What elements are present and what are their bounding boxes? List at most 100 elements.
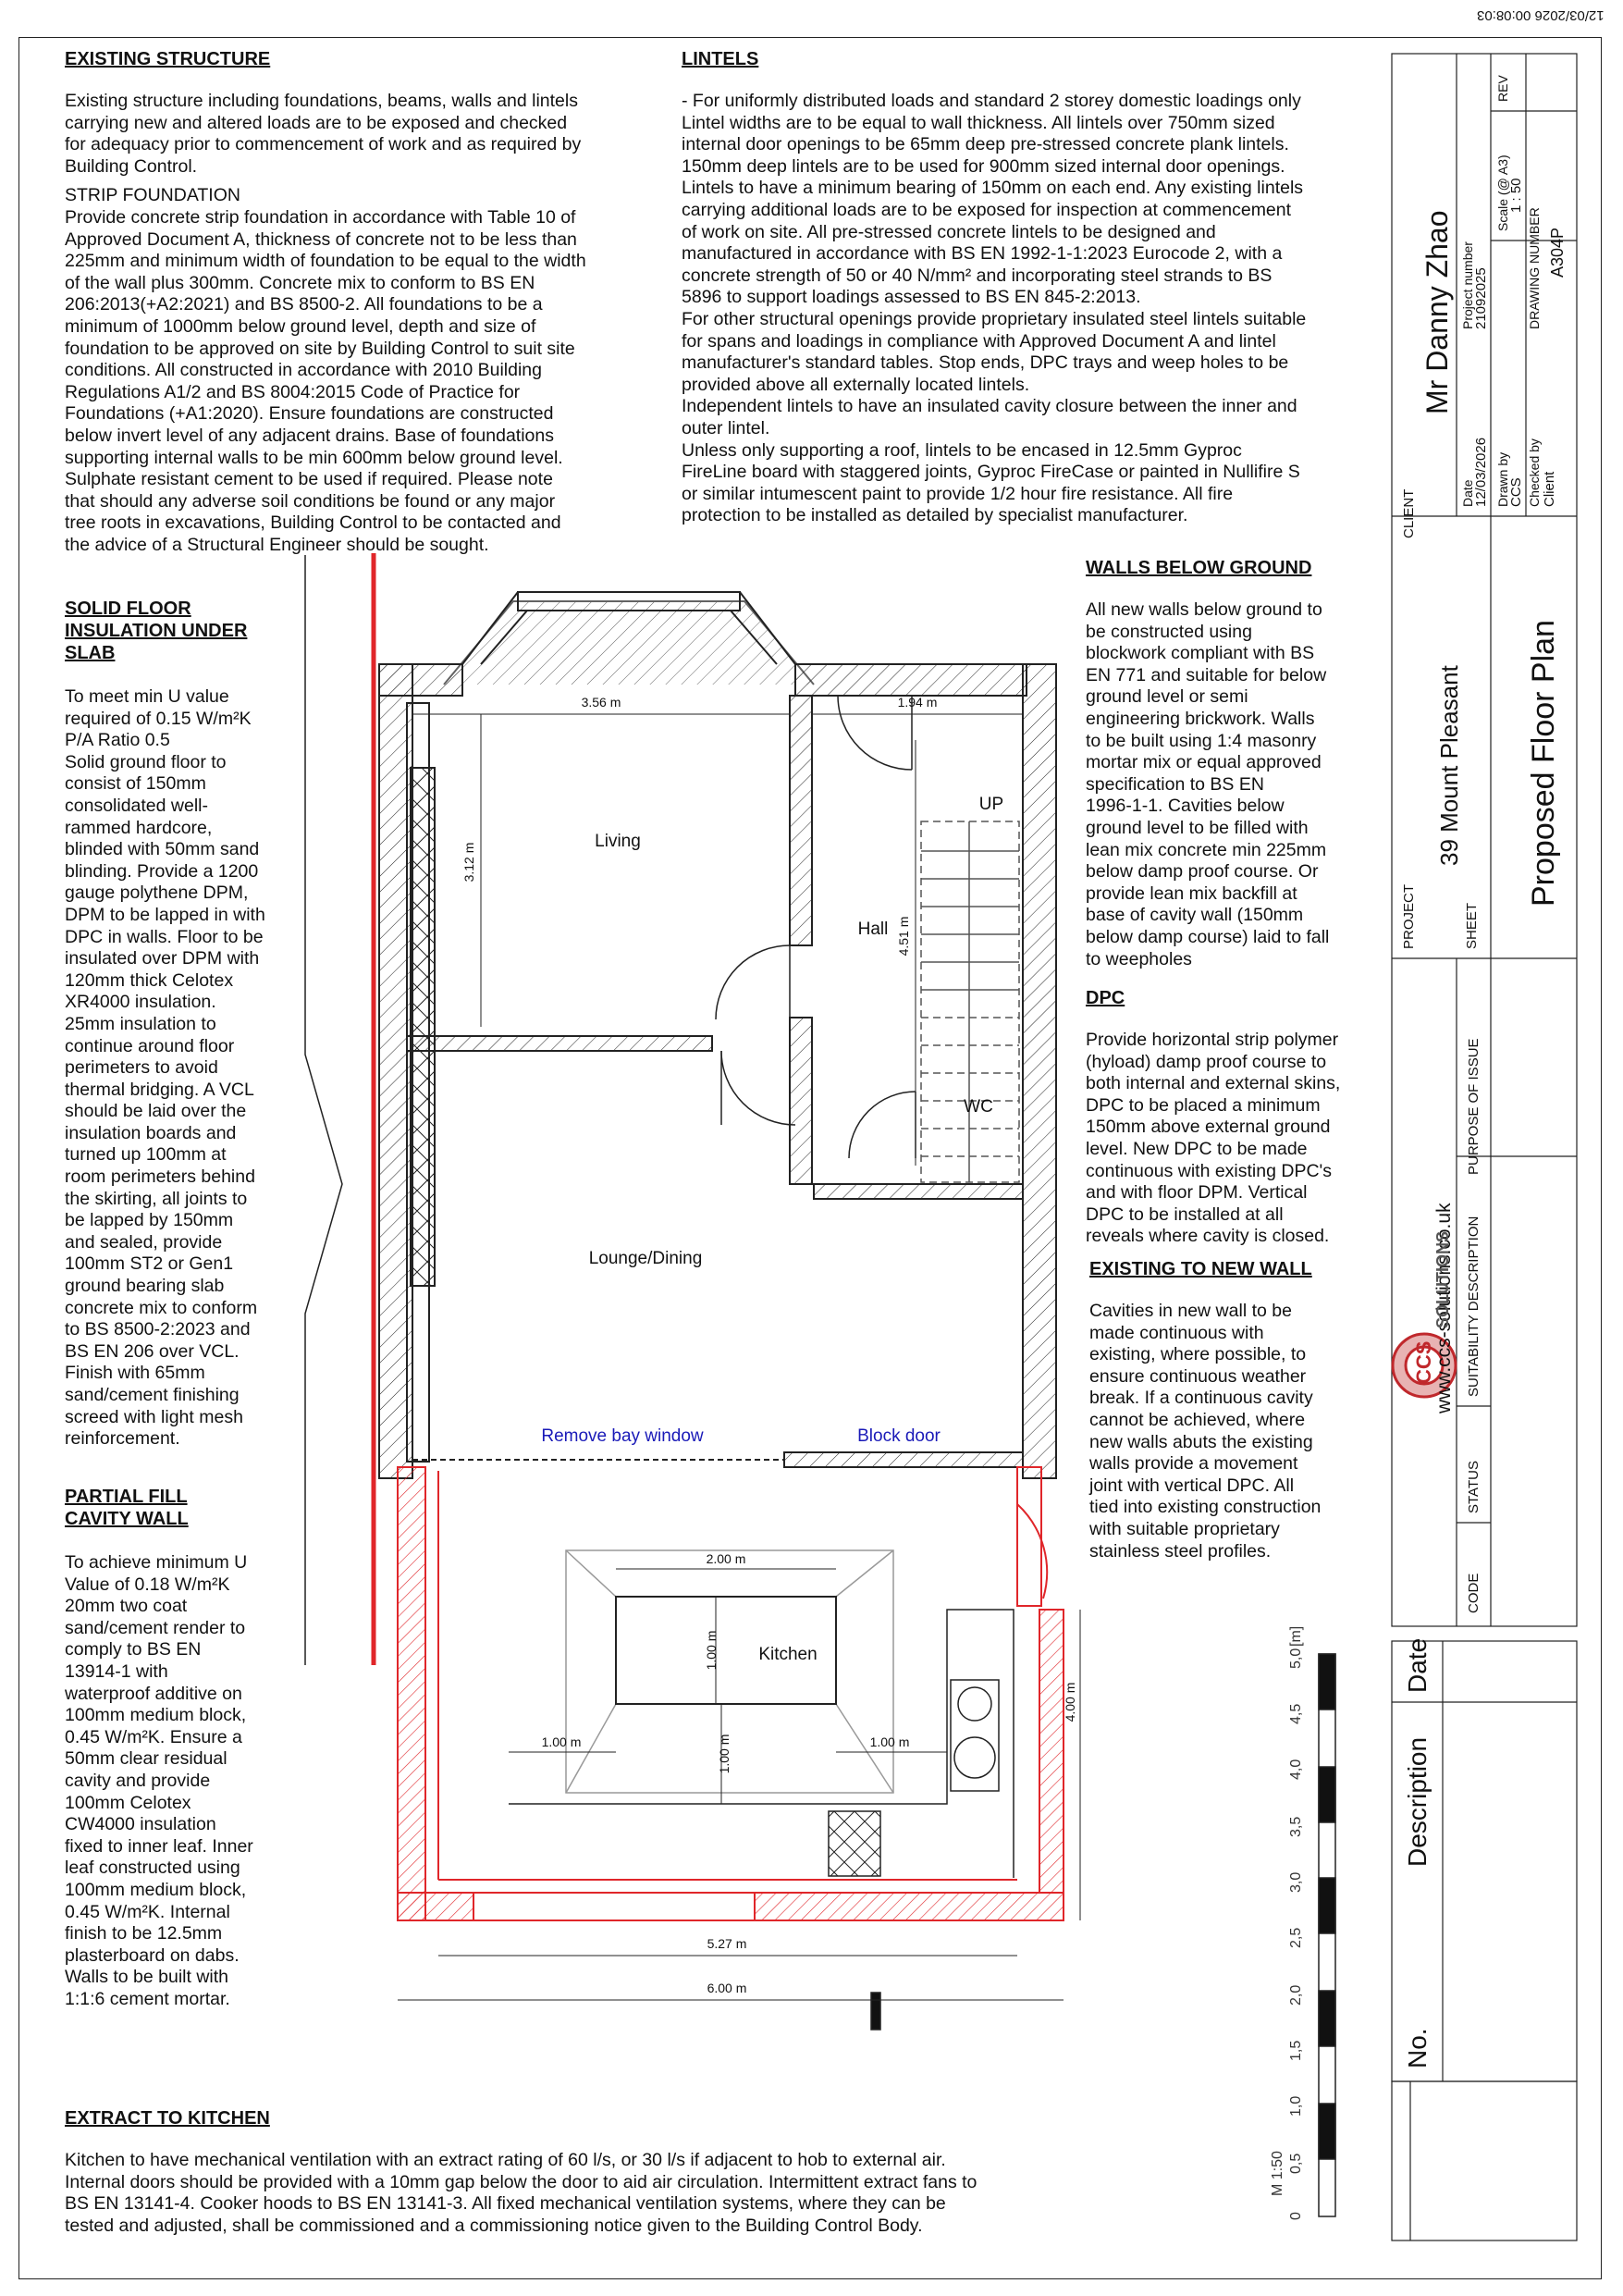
project-number-value: 21092025 bbox=[1473, 267, 1489, 329]
logo-sub: SOLUTIONS bbox=[1433, 1231, 1452, 1328]
drawing-border bbox=[18, 37, 1602, 2279]
note-body: To meet min U value required of 0.15 W/m… bbox=[65, 686, 265, 1450]
annotation-block-door: Block door bbox=[857, 1426, 941, 1446]
dim-label: 6.00 m bbox=[707, 1981, 747, 1995]
note-body: Kitchen to have mechanical ventilation w… bbox=[65, 2150, 977, 2236]
scale-tick: 4,5 bbox=[1288, 1704, 1304, 1724]
note-title: EXISTING STRUCTURE bbox=[65, 49, 271, 69]
note-solid-floor: SOLID FLOOR INSULATION UNDER SLAB To mee… bbox=[65, 598, 296, 1450]
project-number-label: Project number bbox=[1460, 241, 1475, 329]
code-label: CODE bbox=[1466, 1574, 1482, 1613]
dim-label: 4.51 m bbox=[896, 917, 911, 957]
note-title: EXISTING TO NEW WALL bbox=[1089, 1259, 1312, 1279]
title-block-grid bbox=[1391, 53, 1578, 2241]
rev-label: REV bbox=[1495, 75, 1510, 102]
note-body: - For uniformly distributed loads and st… bbox=[682, 91, 1307, 526]
staircase bbox=[920, 821, 1020, 1183]
scale-tick: 3,5 bbox=[1288, 1817, 1304, 1837]
client-label: CLIENT bbox=[1401, 489, 1417, 538]
note-body: Provide concrete strip foundation in acc… bbox=[65, 206, 586, 555]
note-title: DPC bbox=[1086, 988, 1125, 1008]
scale-label: Scale (@ A3) bbox=[1495, 154, 1510, 231]
dim-label: 1.00 m bbox=[704, 1631, 719, 1671]
note-title: SOLID FLOOR INSULATION UNDER SLAB bbox=[65, 599, 248, 663]
scale-tick: 5,0 bbox=[1288, 1648, 1304, 1669]
scale-zero: 0 bbox=[1288, 2212, 1304, 2220]
note-body: All new walls below ground to be constru… bbox=[1086, 599, 1330, 969]
project-label: PROJECT bbox=[1401, 884, 1417, 949]
scale-tick: 3,0 bbox=[1288, 1872, 1304, 1893]
note-title: LINTELS bbox=[682, 49, 759, 69]
room-label-lounge-dining: Lounge/Dining bbox=[589, 1249, 703, 1268]
note-title: WALLS BELOW GROUND bbox=[1086, 558, 1312, 578]
scale-tick: 1,0 bbox=[1288, 2096, 1304, 2117]
suitability-label: SUITABILITY DESCRIPTION bbox=[1466, 1216, 1482, 1397]
scale-value: 1 : 50 bbox=[1508, 178, 1524, 213]
dim-label: 3.56 m bbox=[582, 695, 621, 710]
note-body: Existing structure including foundations… bbox=[65, 91, 582, 177]
note-partial-fill: PARTIAL FILL CAVITY WALL To achieve mini… bbox=[65, 1486, 296, 2010]
logo-text: CCS bbox=[1412, 1341, 1435, 1384]
dim-label: 1.00 m bbox=[870, 1734, 910, 1749]
project-name: 39 Mount Pleasant bbox=[1435, 664, 1463, 866]
dim-label: 5.27 m bbox=[707, 1936, 747, 1951]
rev-no-label: No. bbox=[1403, 2028, 1432, 2068]
website: www.ccs-solutions.co.uk bbox=[1433, 1203, 1455, 1414]
dim-label: 4.00 m bbox=[1063, 1683, 1077, 1722]
date-label: Date bbox=[1460, 479, 1475, 507]
purpose-label: PURPOSE OF ISSUE bbox=[1466, 1038, 1482, 1175]
scale-tick: 2,5 bbox=[1288, 1928, 1304, 1948]
drawing-number-value: A304P bbox=[1548, 228, 1567, 278]
dim-label: 1.00 m bbox=[717, 1734, 732, 1774]
dimension-lines bbox=[398, 713, 1081, 2001]
room-label-living: Living bbox=[595, 832, 641, 851]
stair-up-label: UP bbox=[979, 795, 1003, 814]
note-extract-to-kitchen: EXTRACT TO KITCHEN Kitchen to have mecha… bbox=[65, 2107, 1082, 2237]
dim-label: 3.12 m bbox=[461, 843, 476, 883]
note-title: PARTIAL FILL CAVITY WALL bbox=[65, 1487, 189, 1529]
scale-bar bbox=[870, 1653, 1336, 2217]
note-body: Provide horizontal strip polymer (hyload… bbox=[1086, 1030, 1341, 1247]
annotation-remove-bay-window: Remove bay window bbox=[541, 1426, 704, 1446]
note-walls-below-ground: WALLS BELOW GROUND All new walls below g… bbox=[1086, 557, 1363, 970]
date-value: 12/03/2026 bbox=[1473, 438, 1489, 507]
scale-tick: 4,0 bbox=[1288, 1759, 1304, 1780]
dim-label: 1.00 m bbox=[542, 1734, 582, 1749]
note-dpc: DPC Provide horizontal strip polymer (hy… bbox=[1086, 987, 1363, 1248]
scale-tick: 1,5 bbox=[1288, 2041, 1304, 2061]
scale-unit: [m] bbox=[1288, 1626, 1304, 1647]
note-existing-to-new-wall: EXISTING TO NEW WALL Cavities in new wal… bbox=[1089, 1258, 1367, 1562]
new-extension-walls bbox=[397, 1466, 1064, 1921]
drawing-number-label: DRAWING NUMBER bbox=[1527, 207, 1542, 329]
note-subtitle: STRIP FOUNDATION bbox=[65, 185, 240, 206]
scale-ratio-label: M 1:50 bbox=[1270, 2151, 1285, 2196]
sheet-title: Proposed Floor Plan bbox=[1526, 620, 1561, 907]
drawn-by-value: CCS bbox=[1508, 477, 1524, 507]
rev-description-label: Description bbox=[1403, 1737, 1432, 1867]
existing-walls bbox=[378, 663, 1057, 1479]
room-label-wc: WC bbox=[964, 1097, 993, 1117]
dim-label: 1.94 m bbox=[898, 695, 938, 710]
scale-tick: 2,0 bbox=[1288, 1985, 1304, 2006]
note-title: EXTRACT TO KITCHEN bbox=[65, 2108, 270, 2129]
drawn-by-label: Drawn by bbox=[1495, 452, 1510, 507]
note-body: To achieve minimum U Value of 0.18 W/m²K… bbox=[65, 1552, 253, 2009]
status-label: STATUS bbox=[1466, 1461, 1482, 1513]
checked-by-label: Checked by bbox=[1527, 438, 1542, 507]
client-name: Mr Danny Zhao bbox=[1420, 210, 1454, 414]
leader-line bbox=[304, 555, 343, 1665]
kitchen-fittings bbox=[509, 1549, 1014, 1878]
room-label-hall: Hall bbox=[858, 920, 889, 939]
room-label-kitchen: Kitchen bbox=[758, 1645, 817, 1664]
note-body: Cavities in new wall to be made continuo… bbox=[1089, 1301, 1322, 1562]
note-lintels: LINTELS - For uniformly distributed load… bbox=[682, 48, 1357, 527]
scale-tick: 0,5 bbox=[1288, 2154, 1304, 2174]
bay-window bbox=[443, 591, 815, 685]
sheet-label: SHEET bbox=[1464, 903, 1480, 949]
rev-date-label: Date bbox=[1403, 1638, 1432, 1693]
checked-by-value: Client bbox=[1542, 471, 1557, 507]
dim-label: 2.00 m bbox=[707, 1551, 746, 1566]
ccs-logo bbox=[1391, 1332, 1457, 1399]
note-existing-structure: EXISTING STRUCTURE Existing structure in… bbox=[65, 48, 620, 556]
